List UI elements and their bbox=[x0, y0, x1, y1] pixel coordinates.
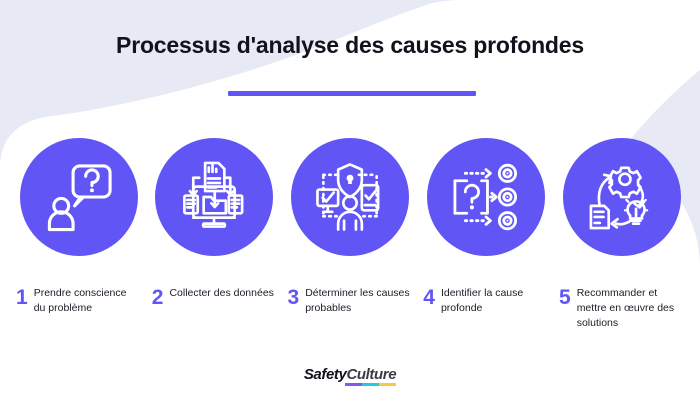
step-2-label: Collecter des données bbox=[169, 287, 274, 299]
logo-underline-segment-purple bbox=[345, 383, 363, 386]
step-3-label: Déterminer les causes probables bbox=[305, 287, 410, 314]
step-5-label: Recommander et mettre en œuvre des solut… bbox=[576, 287, 675, 329]
step-2 bbox=[152, 138, 277, 256]
logo-underline-segment-yellow bbox=[379, 383, 397, 386]
step-3 bbox=[288, 138, 413, 256]
brand-logo: SafetyCulture bbox=[0, 366, 700, 386]
caption-4: 4 Identifier la cause profonde bbox=[423, 286, 548, 331]
logo-underline-segment-cyan bbox=[362, 383, 380, 386]
logo-culture-text: Culture bbox=[346, 366, 397, 383]
step-1-label: Prendre conscience du problème bbox=[33, 287, 127, 314]
step-5 bbox=[559, 138, 684, 256]
caption-3: 3 Déterminer les causes probables bbox=[288, 286, 413, 331]
page-title: Processus d'analyse des causes profondes bbox=[116, 32, 584, 58]
step-5-circle bbox=[562, 138, 681, 256]
step-captions-row: 1 Prendre conscience du problème 2 Colle… bbox=[0, 286, 700, 331]
title-underline-rule bbox=[228, 91, 476, 96]
step-5-number: 5 bbox=[559, 286, 571, 309]
step-4 bbox=[423, 138, 548, 256]
logo-wordmark: SafetyCulture bbox=[303, 366, 397, 386]
step-4-number: 4 bbox=[423, 286, 435, 309]
step-icons-row bbox=[0, 138, 700, 256]
gear-lightbulb-document-cycle-icon bbox=[589, 166, 648, 230]
caption-5: 5 Recommander et mettre en œuvre des sol… bbox=[559, 286, 684, 331]
step-1-circle bbox=[19, 138, 138, 256]
step-2-circle bbox=[155, 138, 274, 256]
question-arrows-targets-icon bbox=[453, 163, 517, 231]
step-3-circle bbox=[291, 138, 409, 256]
step-1-number: 1 bbox=[16, 286, 28, 309]
logo-safety-text: Safety bbox=[303, 366, 347, 383]
caption-1: 1 Prendre conscience du problème bbox=[16, 286, 141, 331]
step-1 bbox=[16, 138, 141, 256]
step-4-circle bbox=[426, 138, 545, 256]
step-2-number: 2 bbox=[151, 286, 164, 309]
shield-devices-person-network-icon bbox=[316, 163, 380, 231]
monitor-data-collection-icon bbox=[183, 161, 244, 228]
person-question-speech-bubble-icon bbox=[47, 164, 112, 232]
logo-underline-bars bbox=[345, 383, 397, 386]
caption-2: 2 Collecter des données bbox=[152, 286, 277, 331]
step-4-label: Identifier la cause profonde bbox=[440, 287, 524, 314]
step-3-number: 3 bbox=[287, 286, 300, 309]
